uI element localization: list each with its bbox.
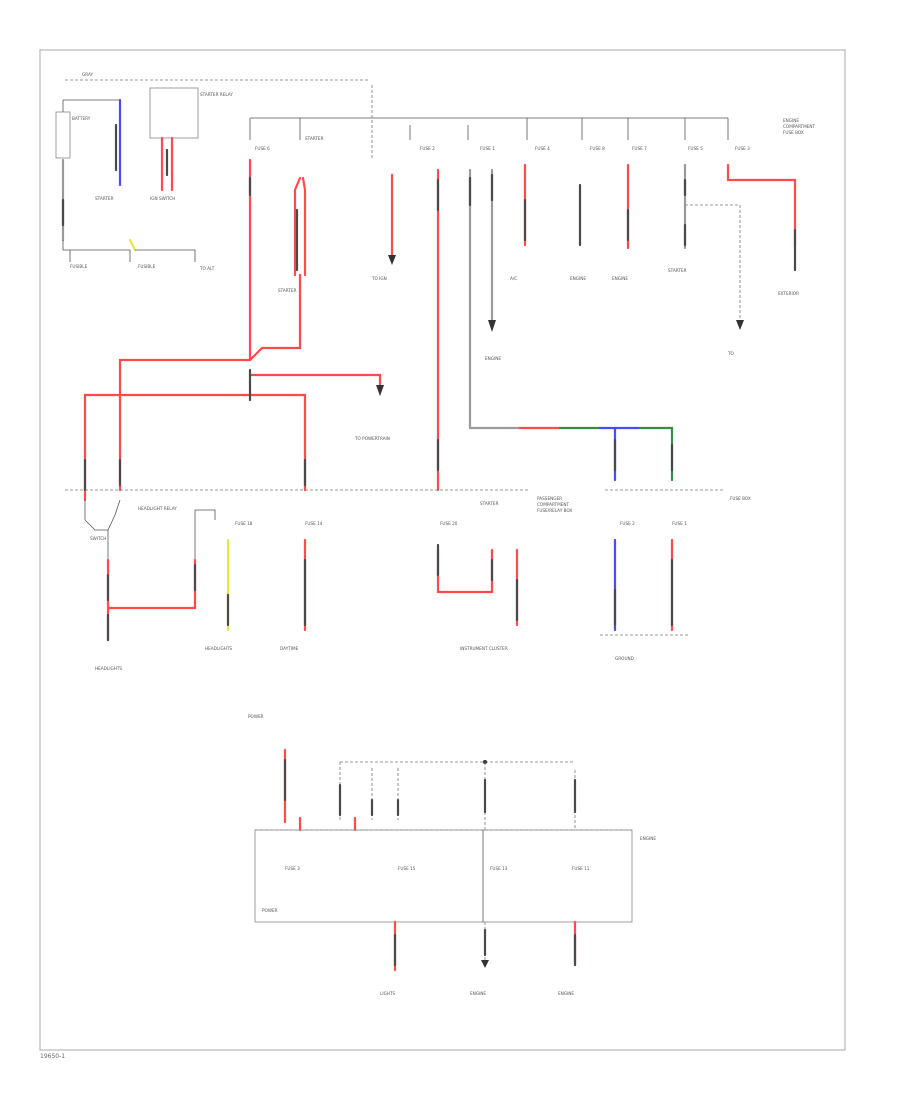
svg-text:FUSE 4: FUSE 4 [535,146,550,151]
svg-text:BATTERY: BATTERY [72,116,91,121]
svg-text:ENGINE: ENGINE [612,276,628,281]
svg-text:HEADLIGHTS: HEADLIGHTS [205,646,232,651]
svg-text:COMPARTMENT: COMPARTMENT [537,502,570,507]
top-fuse-bus: FUSE 6 STARTER FUSE 2 FUSE 1 FUSE 4 FUSE… [249,85,816,160]
svg-text:LIGHTS: LIGHTS [380,991,396,996]
svg-text:FUSE 1: FUSE 1 [480,146,495,151]
svg-text:STARTER: STARTER [95,196,114,201]
svg-text:POWER: POWER [262,908,278,913]
svg-text:FUSE 15: FUSE 15 [398,866,416,871]
svg-text:TO POWERTRAIN: TO POWERTRAIN [354,436,390,441]
fuse-drops: STARTER TO IGN ENGINE A/C ENGINE ENGINE … [248,158,799,492]
svg-text:EXTERIOR: EXTERIOR [778,291,799,296]
svg-text:TO ALT: TO ALT [199,266,215,271]
svg-text:FUSE 7: FUSE 7 [632,146,647,151]
middle-drops: HEADLIGHTS HEADLIGHTS DAYTIME INSTRUMENT… [95,538,690,671]
svg-text:POWER: POWER [248,714,264,719]
svg-text:FUSE 1: FUSE 1 [672,521,687,526]
svg-text:ENGINE: ENGINE [570,276,586,281]
svg-text:A/C: A/C [510,276,517,281]
svg-text:FUSE BOX: FUSE BOX [783,130,804,135]
svg-text:STARTER RELAY: STARTER RELAY [200,92,233,97]
svg-text:SWITCH: SWITCH [90,536,106,541]
svg-text:FUSIBLE: FUSIBLE [138,264,156,269]
svg-text:HEADLIGHT RELAY: HEADLIGHT RELAY [138,506,177,511]
svg-text:TO: TO [727,351,735,356]
footer-code: 19650-1 [40,1053,65,1060]
svg-text:ENGINE: ENGINE [558,991,574,996]
svg-text:FUSE 2: FUSE 2 [620,521,635,526]
svg-text:ENGINE: ENGINE [470,991,486,996]
svg-text:STARTER: STARTER [480,501,499,506]
svg-text:FUSE 3: FUSE 3 [735,146,750,151]
svg-text:ENGINE: ENGINE [640,836,656,841]
bottom-fuse-box [254,829,633,923]
bottom-section: POWER ENGINE FUSE 3 FUSE 15 FUSE 13 FUSE… [248,714,656,996]
svg-text:GROUND: GROUND [615,656,634,661]
passenger-fuse-bus: HEADLIGHT RELAY SWITCH FUSE 18 FUSE 14 F… [65,489,751,560]
svg-text:FUSE 6: FUSE 6 [255,146,270,151]
svg-text:INSTRUMENT CLUSTER: INSTRUMENT CLUSTER [460,646,508,651]
svg-text:STARTER: STARTER [278,288,297,293]
svg-text:FUSE/RELAY BOX: FUSE/RELAY BOX [537,508,572,513]
svg-text:HEADLIGHTS: HEADLIGHTS [95,666,122,671]
svg-text:FUSE BOX: FUSE BOX [730,496,751,501]
svg-text:FUSE 14: FUSE 14 [305,521,323,526]
svg-text:STARTER: STARTER [668,268,687,273]
svg-text:ENGINE: ENGINE [485,356,501,361]
svg-text:FUSE 18: FUSE 18 [235,521,253,526]
svg-text:COMPARTMENT: COMPARTMENT [783,124,816,129]
svg-text:FUSE 8: FUSE 8 [590,146,605,151]
svg-text:ENGINE: ENGINE [783,118,799,123]
svg-text:FUSE 20: FUSE 20 [440,521,458,526]
svg-text:IGN SWITCH: IGN SWITCH [150,196,175,201]
svg-text:FUSE 3: FUSE 3 [285,866,300,871]
middle-feeds: TO POWERTRAIN [83,273,674,502]
battery-section: GRAY BATTERY FUSIBLE FUSIBLE TO ALT STAR… [55,72,370,271]
svg-text:DAYTIME: DAYTIME [280,646,299,651]
svg-text:PASSENGER: PASSENGER [537,496,562,501]
svg-text:FUSE 2: FUSE 2 [420,146,435,151]
battery-symbol [55,111,71,159]
svg-text:FUSE 5: FUSE 5 [688,146,703,151]
svg-text:GRAY: GRAY [82,72,94,77]
svg-text:FUSE 11: FUSE 11 [572,866,590,871]
svg-text:FUSE 13: FUSE 13 [490,866,508,871]
starter-relay-box [149,87,199,139]
svg-text:FUSIBLE: FUSIBLE [70,264,88,269]
diagram-border [39,49,846,1051]
svg-text:TO IGN: TO IGN [371,276,387,281]
svg-text:STARTER: STARTER [305,136,324,141]
